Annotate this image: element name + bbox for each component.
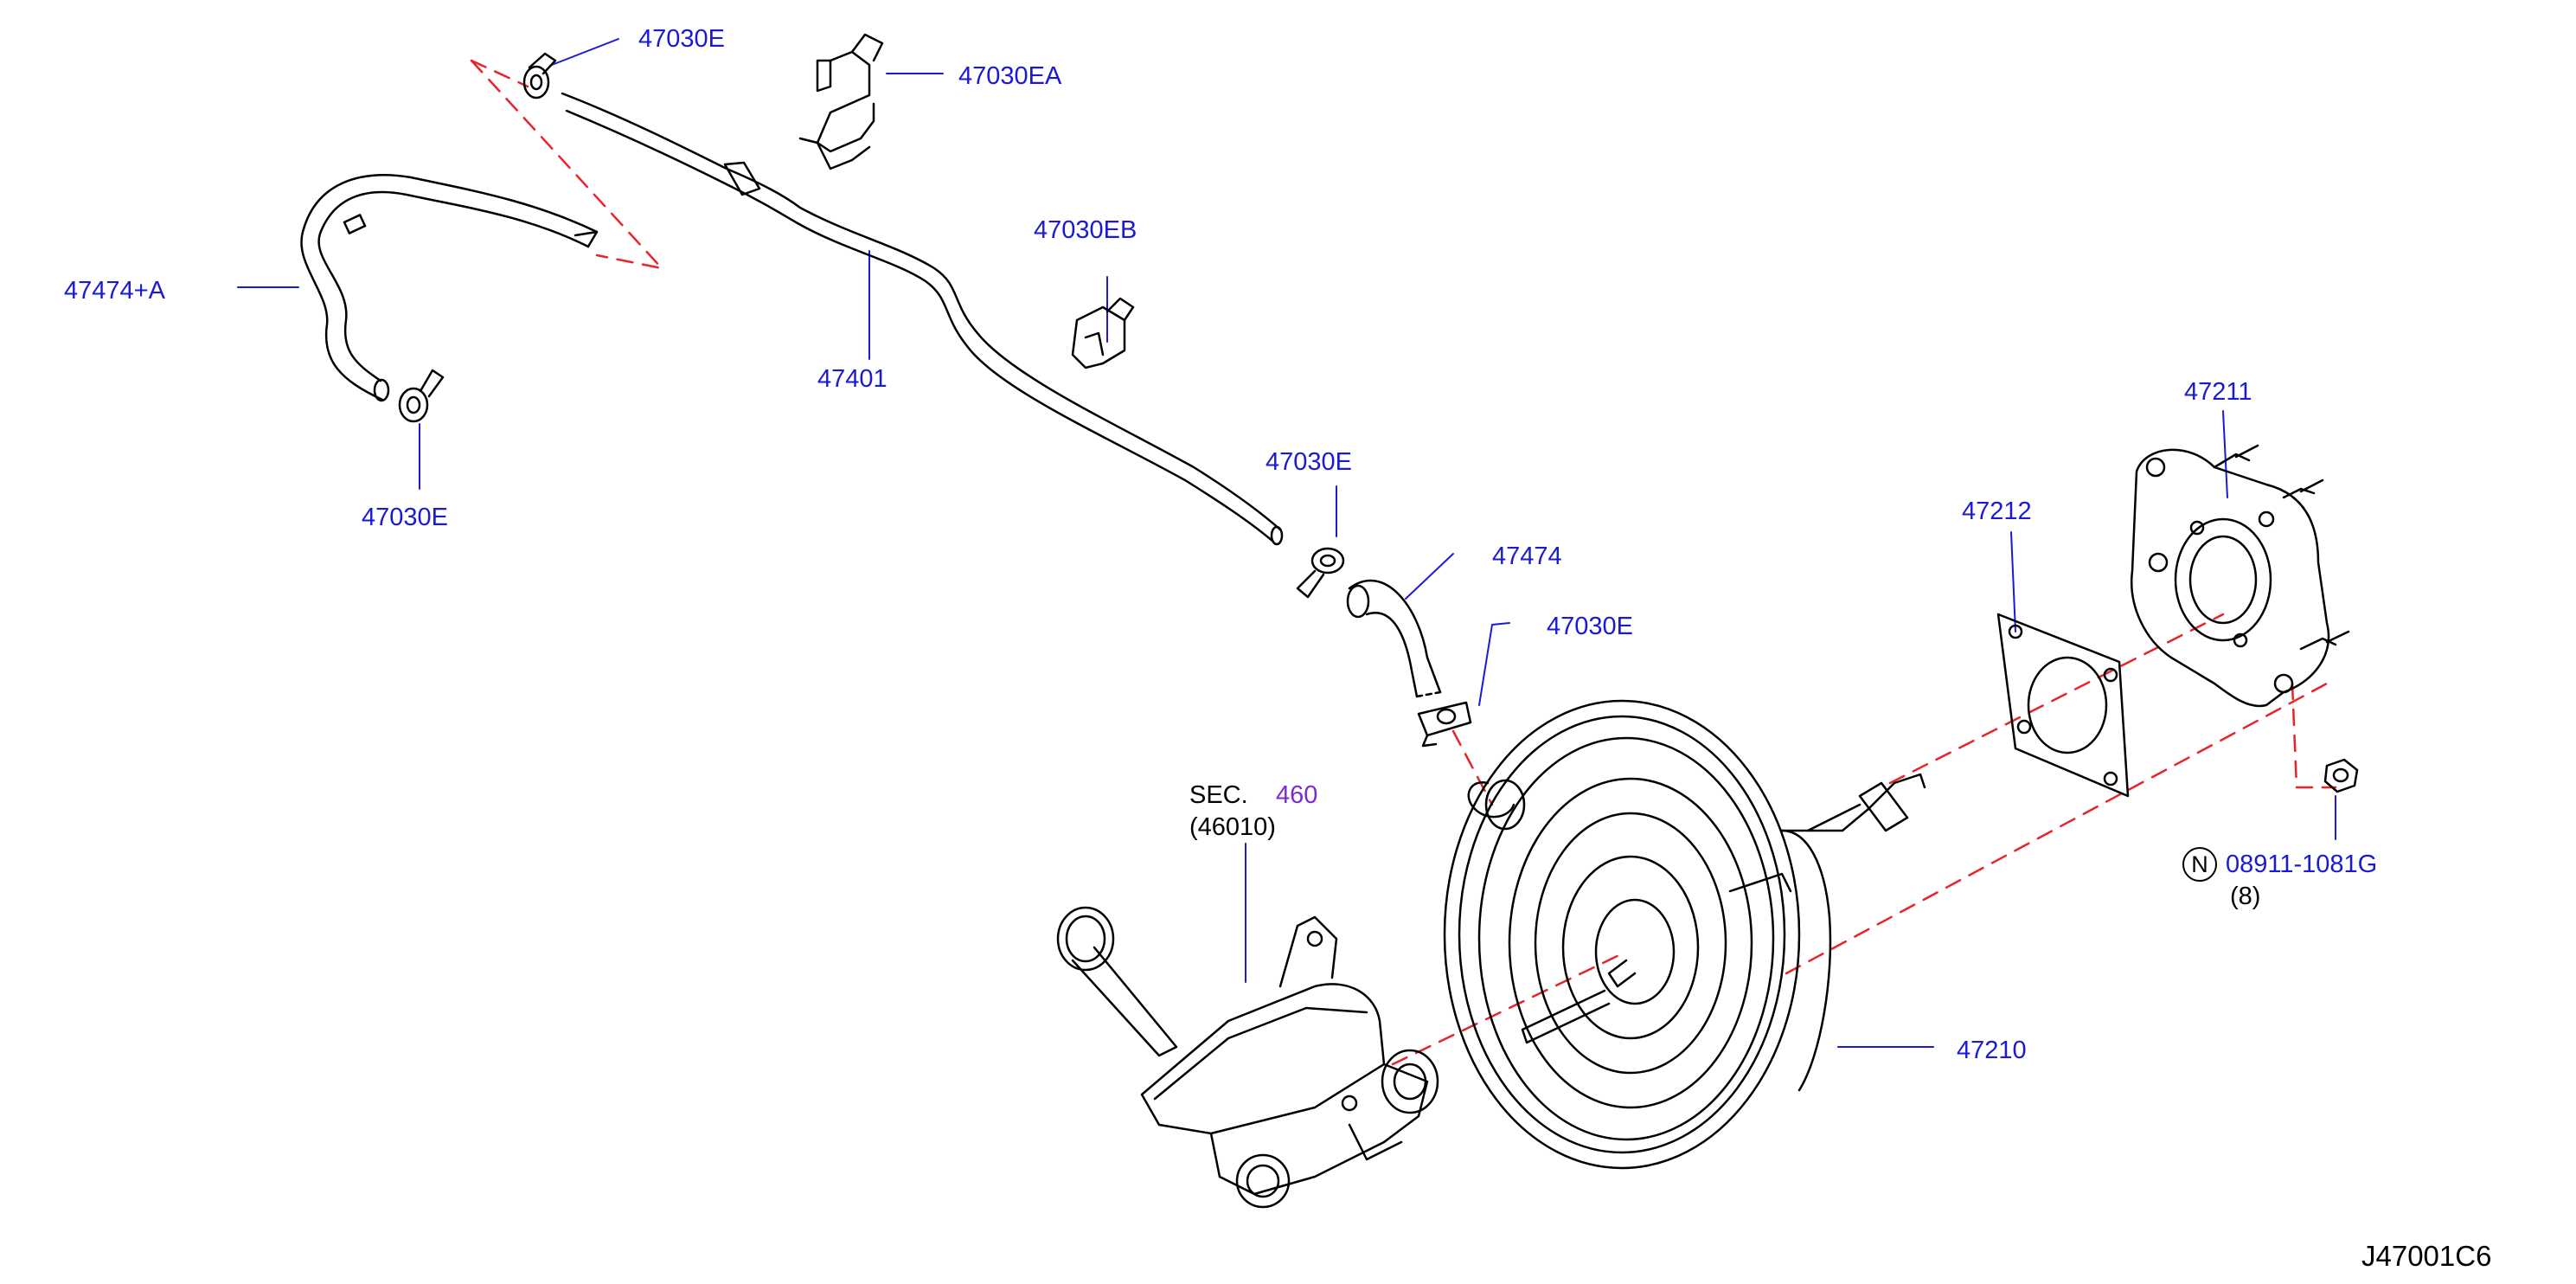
nut-icon[interactable] <box>2323 758 2359 793</box>
label-47210: 47210 <box>1957 1037 2027 1064</box>
label-47401: 47401 <box>817 365 888 393</box>
clamp-mid-icon[interactable] <box>1296 547 1345 599</box>
phantom-lines <box>470 59 2337 1066</box>
hose-47401[interactable] <box>561 92 1284 546</box>
label-sec-prefix: SEC. <box>1189 781 1248 809</box>
label-sec-part: (46010) <box>1189 813 1276 841</box>
label-sec-number[interactable]: 460 <box>1276 781 1318 809</box>
clamp-top-icon[interactable] <box>522 52 557 100</box>
hose-47474-a[interactable] <box>300 174 599 402</box>
diagram-id: J47001C6 <box>2361 1240 2492 1272</box>
label-nut-qty: (8) <box>2230 883 2261 910</box>
label-47212: 47212 <box>1962 498 2032 525</box>
label-47474: 47474 <box>1492 542 1562 570</box>
label-47474-a: 47474+A <box>64 277 165 305</box>
clamp-left-bottom-icon[interactable] <box>398 369 445 423</box>
label-47030ea: 47030EA <box>958 62 1062 90</box>
label-47030e-mid: 47030E <box>1266 448 1352 476</box>
clamp-bracket-a-icon[interactable] <box>798 33 884 170</box>
master-cylinder[interactable] <box>1056 906 1439 1209</box>
gasket-47212[interactable] <box>1996 613 2130 798</box>
label-47030e-left: 47030E <box>362 504 448 531</box>
label-47030e-lower: 47030E <box>1547 613 1633 640</box>
clamp-lower-icon[interactable] <box>1417 701 1472 748</box>
hose-47474[interactable] <box>1346 579 1442 698</box>
booster-47210[interactable] <box>1443 699 1926 1170</box>
nut-symbol-badge: N <box>2182 847 2217 882</box>
label-08911-1081g: 08911-1081G <box>2226 851 2378 878</box>
label-47030eb: 47030EB <box>1034 216 1137 244</box>
bracket-47211[interactable] <box>2131 444 2350 708</box>
label-47030e-top: 47030E <box>638 25 725 53</box>
clamp-bracket-b-icon[interactable] <box>1071 297 1135 369</box>
leader-lines <box>237 38 2336 1048</box>
label-47211: 47211 <box>2184 378 2252 406</box>
